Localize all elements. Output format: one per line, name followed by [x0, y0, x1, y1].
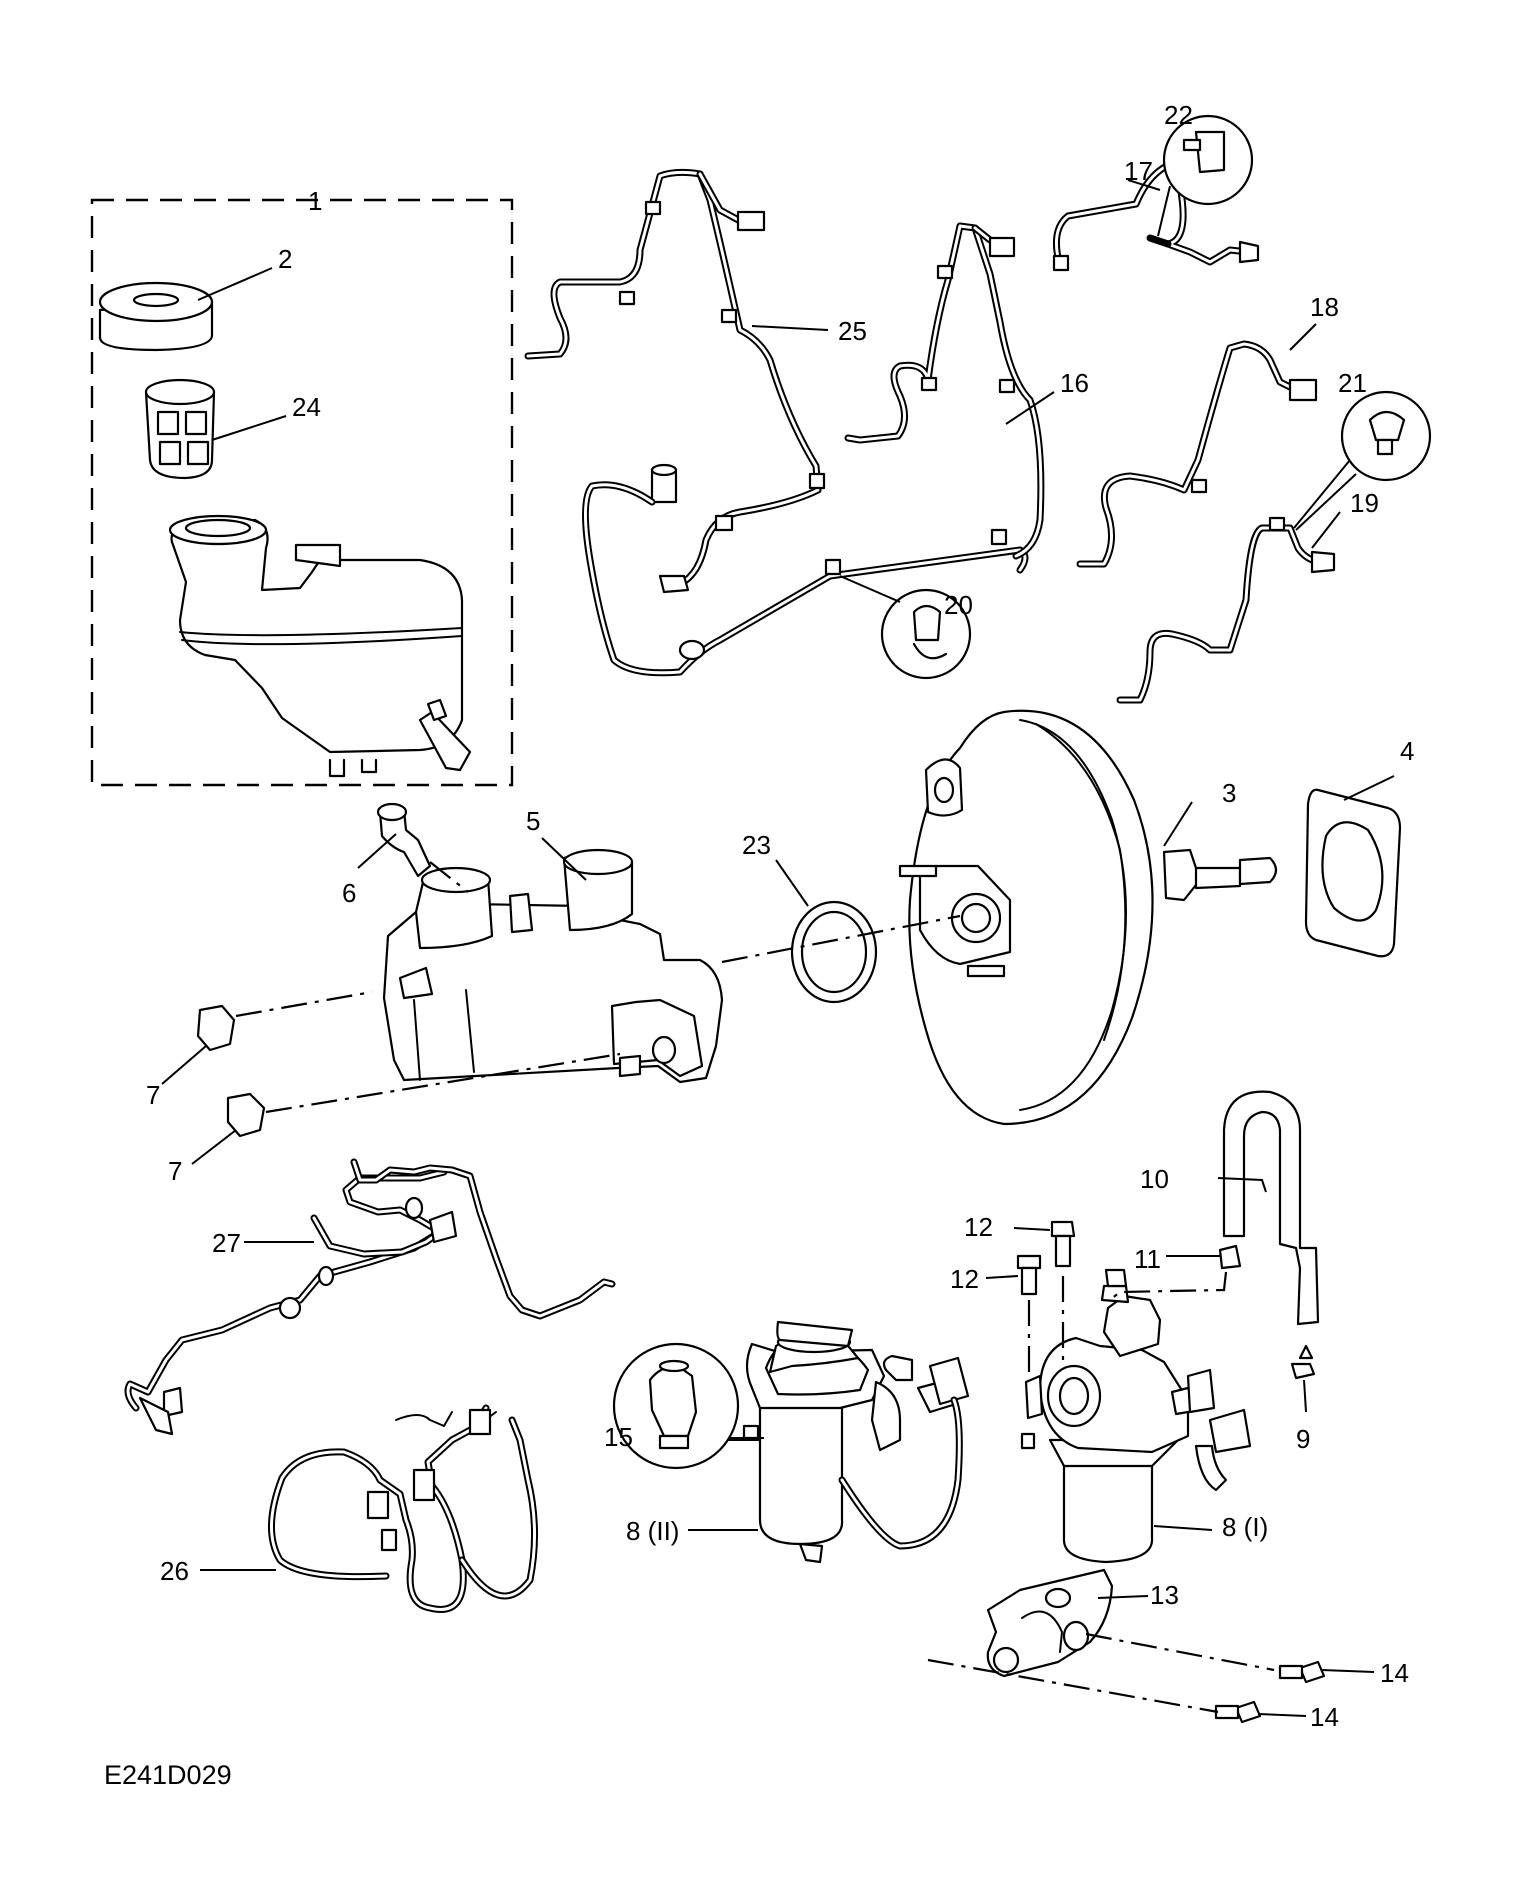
- callout-12-upper: 12: [964, 1212, 993, 1242]
- vacuum-pump-i: [1020, 1268, 1252, 1564]
- bolt-14-upper: [1278, 1660, 1326, 1684]
- assembly-line-nut-upper: [235, 990, 373, 1018]
- callout-9: 9: [1296, 1424, 1310, 1454]
- brake-pipe-16: [844, 222, 1045, 560]
- callout-6: 6: [342, 878, 356, 908]
- callout-18: 18: [1310, 292, 1339, 322]
- vacuum-hose-10: [1222, 1090, 1320, 1326]
- callout-8-i: 8 (I): [1222, 1512, 1268, 1542]
- callout-16: 16: [1060, 368, 1089, 398]
- assembly-line-nut-lower: [265, 1052, 621, 1114]
- bolt-14-lower: [1214, 1700, 1262, 1724]
- clip-detail-20: [839, 575, 972, 680]
- brake-pipe-18: [1076, 340, 1318, 568]
- assembly-line-hose: [1109, 1271, 1228, 1301]
- bolt-12-upper: [1050, 1220, 1076, 1268]
- assembly-line-cylinder-booster: [721, 914, 961, 964]
- wiring-harness-26: [268, 1404, 539, 1613]
- figure-reference-id: E241D029: [104, 1760, 232, 1790]
- callout-leaders: [161, 179, 1395, 1717]
- callout-14-upper: 14: [1380, 1658, 1409, 1688]
- reservoir-filter-strainer: [144, 378, 216, 480]
- brake-pipe-loop: [581, 481, 1029, 677]
- callout-22: 22: [1164, 100, 1193, 130]
- reservoir-cap: [98, 281, 214, 352]
- clip-detail-21: [1293, 390, 1432, 531]
- assembly-line-bracket-upper: [1085, 1632, 1275, 1672]
- callout-8-ii: 8 (II): [626, 1516, 679, 1546]
- assembly-line-bracket-lower: [927, 1658, 1219, 1714]
- reservoir-kit-dashed-box: [90, 198, 514, 787]
- callout-11: 11: [1134, 1244, 1161, 1274]
- connector-11: [1218, 1244, 1242, 1270]
- callout-1: 1: [308, 186, 322, 216]
- callout-2: 2: [278, 244, 292, 274]
- callout-19: 19: [1350, 488, 1379, 518]
- callout-12-lower: 12: [950, 1264, 979, 1294]
- callout-5: 5: [526, 806, 540, 836]
- callout-13: 13: [1150, 1580, 1179, 1610]
- pushrod-pin: [376, 802, 432, 878]
- nut-upper: [196, 1004, 236, 1052]
- callout-7-upper: 7: [146, 1080, 160, 1110]
- nut-lower: [226, 1092, 266, 1138]
- vacuum-pipe-27: [124, 1158, 616, 1436]
- callout-labels: 1 2 24 25 16 17 22 18 21 19 20 3 4 5 23 …: [146, 100, 1414, 1732]
- callout-23: 23: [742, 830, 771, 860]
- callout-15: 15: [604, 1422, 633, 1452]
- callout-3: 3: [1222, 778, 1236, 808]
- check-valve-detail-15: [612, 1342, 760, 1470]
- callout-14-lower: 14: [1310, 1702, 1339, 1732]
- callout-7-lower: 7: [168, 1156, 182, 1186]
- callout-20: 20: [944, 590, 973, 620]
- callout-10: 10: [1140, 1164, 1169, 1194]
- brake-booster: [898, 709, 1278, 1126]
- assembly-line-pin: [429, 861, 469, 893]
- callout-25: 25: [838, 316, 867, 346]
- master-cylinder: [382, 848, 724, 1084]
- clip-detail-22: [1157, 114, 1254, 237]
- callout-4: 4: [1400, 736, 1414, 766]
- callout-26: 26: [160, 1556, 189, 1586]
- booster-gasket: [1304, 788, 1402, 958]
- o-ring-seal: [790, 900, 878, 1004]
- pump-mounting-bracket: [986, 1568, 1114, 1678]
- clip-9: [1290, 1344, 1316, 1380]
- callout-24: 24: [292, 392, 321, 422]
- brake-pipe-19: [1116, 516, 1336, 704]
- callout-17: 17: [1124, 156, 1153, 186]
- brake-pipe-25: [524, 168, 826, 594]
- callout-21: 21: [1338, 368, 1367, 398]
- bolt-12-lower: [1016, 1254, 1042, 1296]
- vacuum-pump-ii: [724, 1320, 970, 1564]
- callout-27: 27: [212, 1228, 241, 1258]
- brake-fluid-reservoir: [168, 514, 472, 778]
